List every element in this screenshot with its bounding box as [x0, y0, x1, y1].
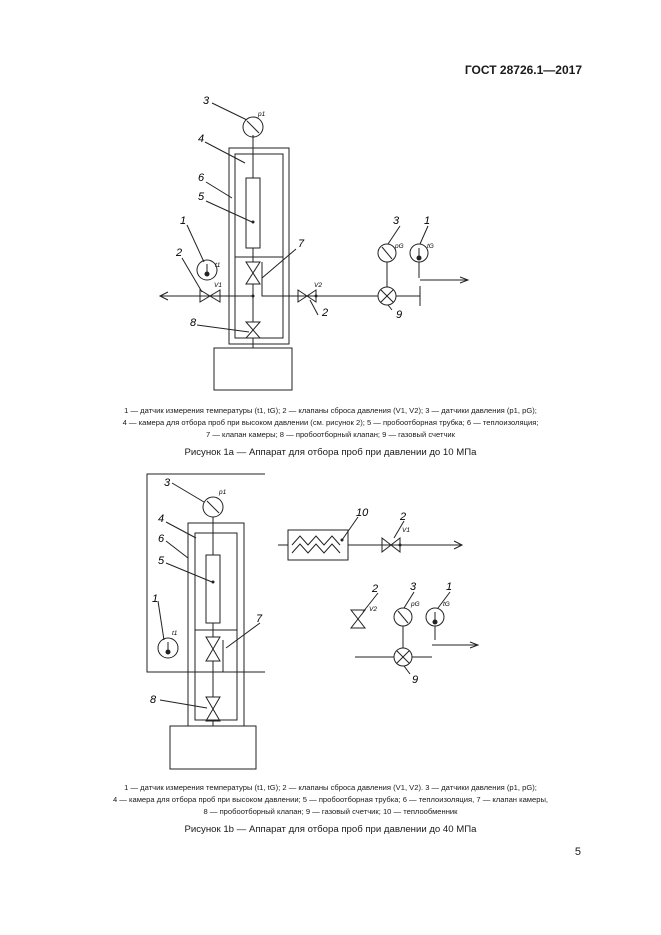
legend-1b: 1 — датчик измерения температуры (t1, tG…: [40, 782, 621, 818]
label-3-1a: 3: [203, 95, 210, 107]
label-4-1b: 4: [158, 513, 164, 525]
page-number: 5: [574, 846, 581, 858]
pressure-gauge-p1-1b: [202, 496, 224, 518]
caption-1a: Рисунок 1а — Аппарат для отбора проб при…: [184, 447, 477, 458]
label-2b-1b: 2: [371, 583, 378, 595]
label-pG-1a: pG: [394, 243, 404, 250]
label-p1-1b: p1: [218, 489, 227, 496]
label-9-1a: 9: [396, 309, 402, 321]
insulation-outer-1b: [187, 522, 245, 727]
label-10-1b: 10: [356, 507, 369, 519]
label-1b-1a: 1: [424, 215, 430, 227]
chamber-valve-1a: [245, 261, 261, 285]
figure-1a-diagram: 3 p1 4 6 5 1 t1 2 V1 7 V2 2 8 3 pG 1 tG …: [158, 95, 470, 391]
pressure-gauge-p1-1a: [242, 116, 264, 138]
label-5-1b: 5: [158, 555, 165, 567]
label-V2-1a: V2: [314, 282, 322, 289]
label-7-1b: 7: [256, 613, 263, 625]
valve-v1-1a: [199, 289, 221, 303]
label-2-1b: 2: [399, 511, 406, 523]
sampling-valve-1a: [244, 321, 262, 339]
figure-1b-diagram: 3 p1 4 6 5 1 t1 7 8 10 2 V1 2 V2 3 pG 1 …: [146, 473, 480, 770]
heat-exchanger-1b: [287, 529, 349, 561]
label-8-1a: 8: [190, 317, 197, 329]
legend-1b-line: 8 — пробоотборный клапан; 9 — газовый сч…: [203, 807, 458, 816]
thermometer-t1-1b: [157, 637, 179, 659]
legend-1a-line: 1 — датчик измерения температуры (t1, tG…: [124, 406, 537, 415]
label-1-1a: 1: [180, 215, 186, 227]
base-block-1a: [213, 347, 293, 391]
legend-1a: 1 — датчик измерения температуры (t1, tG…: [40, 405, 621, 441]
label-2-1a: 2: [175, 247, 182, 259]
label-3b-1a: 3: [393, 215, 400, 227]
pressure-gauge-pG-1b: [393, 607, 413, 627]
sample-tube-1b: [205, 554, 221, 624]
thermometer-tG-1a: [409, 243, 429, 263]
legend-1a-line: 7 — клапан камеры; 8 — пробоотборный кла…: [206, 430, 455, 439]
valve-v2-1b: [349, 609, 367, 629]
label-t1-1a: t1: [215, 262, 221, 269]
insulation-outer: [228, 147, 290, 345]
label-9-1b: 9: [412, 674, 418, 686]
base-block-1b: [169, 725, 257, 770]
label-2b-1a: 2: [321, 307, 328, 319]
pressure-gauge-pG-1a: [377, 243, 397, 263]
label-6-1a: 6: [198, 172, 205, 184]
thermometer-t1-1a: [196, 259, 218, 281]
legend-1b-line: 1 — датчик измерения температуры (t1, tG…: [124, 783, 537, 792]
valve-v2-1a: [297, 289, 317, 303]
label-7-1a: 7: [298, 238, 305, 250]
caption-1b: Рисунок 1b — Аппарат для отбора проб при…: [184, 824, 477, 835]
label-3-1b: 3: [164, 477, 171, 489]
sampling-valve-1b: [205, 696, 221, 722]
label-3b-1b: 3: [410, 581, 417, 593]
label-V1-1a: V1: [214, 282, 222, 289]
label-p1-1a: p1: [257, 111, 266, 118]
label-1b-1b: 1: [446, 581, 452, 593]
label-tG-1a: tG: [427, 243, 434, 250]
label-1-1b: 1: [152, 593, 158, 605]
label-6-1b: 6: [158, 533, 165, 545]
valve-v1-1b: [381, 536, 401, 554]
chamber-wall-1b: [194, 532, 238, 721]
label-4-1a: 4: [198, 133, 204, 145]
label-t1-1b: t1: [172, 630, 178, 637]
label-tG-1b: tG: [443, 601, 450, 608]
label-5-1a: 5: [198, 191, 205, 203]
label-V2-1b: V2: [369, 606, 377, 613]
label-pG-1b: pG: [410, 601, 420, 608]
label-V1-1b: V1: [402, 527, 410, 534]
legend-1b-line: 4 — камера для отбора проб при высоком д…: [112, 795, 549, 804]
thermometer-tG-1b: [425, 607, 445, 627]
label-8-1b: 8: [150, 694, 157, 706]
chamber-valve-1b: [205, 636, 221, 662]
legend-1a-line: 4 — камера для отбора проб при высоком д…: [122, 418, 539, 427]
standard-header: ГОСТ 28726.1—2017: [464, 63, 582, 77]
